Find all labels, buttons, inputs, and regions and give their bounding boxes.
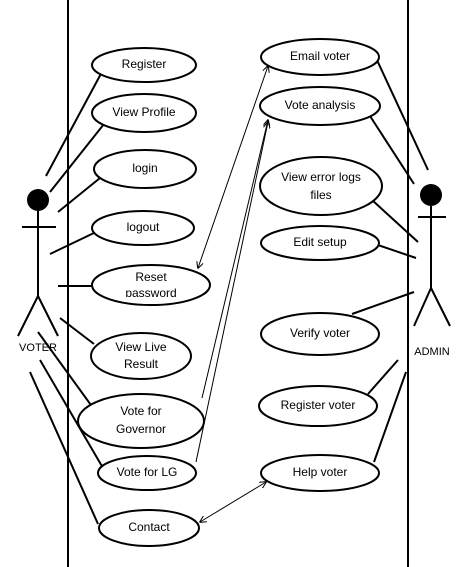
use-case-label-line2: Result xyxy=(124,357,159,371)
use-case-label: View Live xyxy=(115,340,166,354)
use-case-email-voter[interactable]: Email voter xyxy=(260,38,380,76)
use-case-label: Vote for xyxy=(120,404,161,418)
reset-email-arrow xyxy=(198,66,268,268)
use-case-view-profile[interactable]: View Profile xyxy=(91,93,197,133)
use-case-label-line2: password xyxy=(125,286,176,300)
voter-label: VOTER xyxy=(19,342,57,354)
contact-help-arrow xyxy=(200,482,266,522)
use-case-vote-analysis[interactable]: Vote analysis xyxy=(259,86,381,126)
use-case-label-line2: files xyxy=(310,188,331,202)
admin-actor: ADMIN xyxy=(413,184,451,358)
use-case-label: Reset xyxy=(135,270,167,284)
use-case-label: Email voter xyxy=(290,49,350,63)
use-case-label: Help voter xyxy=(293,465,348,479)
use-case-logout[interactable]: logout xyxy=(91,210,195,246)
use-case-label: login xyxy=(132,161,157,175)
use-case-edit-setup[interactable]: Edit setup xyxy=(260,225,380,261)
use-case-view-live-result[interactable]: View Live Result xyxy=(90,332,192,380)
use-case-label: logout xyxy=(127,220,160,234)
use-case-label: Edit setup xyxy=(293,235,347,249)
use-case-vote-for-governor[interactable]: Vote for Governor xyxy=(77,393,205,449)
use-case-label: Vote for LG xyxy=(117,465,178,479)
use-case-label: Register xyxy=(122,57,167,71)
voter-actor: VOTER xyxy=(17,189,59,354)
use-case-reset-password[interactable]: Reset password xyxy=(91,264,211,306)
use-case-label: Vote analysis xyxy=(285,98,356,112)
include-arrows xyxy=(195,66,268,522)
use-case-label-line2: Governor xyxy=(116,422,166,436)
voter-associations xyxy=(29,69,105,525)
admin-label: ADMIN xyxy=(414,346,450,358)
use-case-register-voter[interactable]: Register voter xyxy=(258,385,378,427)
lg-analysis-arrow xyxy=(195,122,268,463)
system-boundary xyxy=(67,0,409,567)
use-case-verify-voter[interactable]: Verify voter xyxy=(260,312,380,356)
use-case-label: View Profile xyxy=(112,105,175,119)
use-case-view-error-logs-files[interactable]: View error logs files xyxy=(259,156,383,216)
governor-analysis-arrow xyxy=(201,120,268,399)
use-case-label: Register voter xyxy=(281,398,356,412)
use-case-help-voter[interactable]: Help voter xyxy=(260,454,380,492)
admin-associations xyxy=(351,57,429,463)
use-case-label: View error logs xyxy=(281,170,361,184)
use-case-vote-for-lg[interactable]: Vote for LG xyxy=(97,455,197,491)
use-case-login[interactable]: login xyxy=(93,149,197,189)
use-case-register[interactable]: Register xyxy=(91,47,197,83)
use-case-contact[interactable]: Contact xyxy=(98,509,200,547)
voter-head xyxy=(27,189,49,211)
admin-head xyxy=(420,184,442,206)
use-case-label: Verify voter xyxy=(290,326,350,340)
use-case-label: Contact xyxy=(128,520,170,534)
